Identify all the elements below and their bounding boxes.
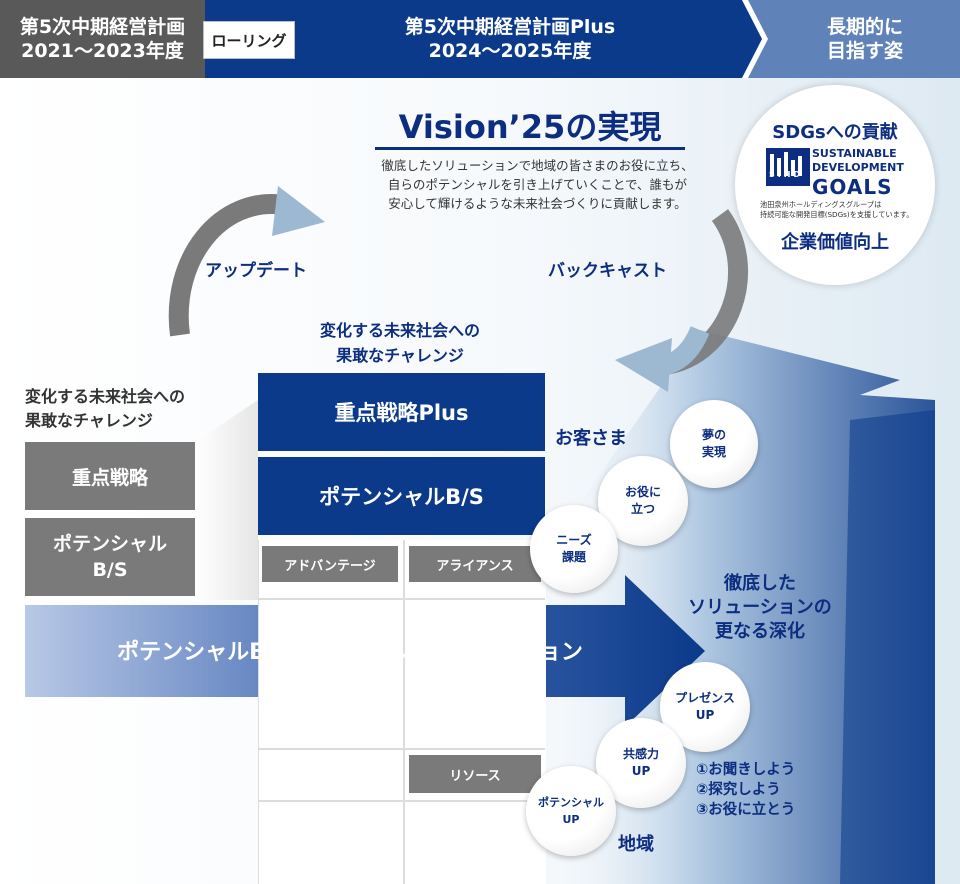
main-arrow-text: ポテンシャルB/S拡大 徹底したソリューション <box>117 640 583 665</box>
pillar-line <box>258 800 545 802</box>
header-longterm: 長期的に 目指す姿 <box>826 16 903 62</box>
sdgs-note: 池田泉州ホールディングスグループは 持続可能な開発目標(SDGs)を支援していま… <box>760 200 914 219</box>
sdgs-logo-icon <box>766 148 810 186</box>
vision-title: Vision’25の実現 <box>398 108 662 146</box>
pillar-line <box>258 598 545 600</box>
bubble-needs: ニーズ 課題 <box>530 505 618 593</box>
pillar-area <box>258 540 546 884</box>
deepening-label: 徹底した ソリューションの 更なる深化 <box>688 573 832 642</box>
sdgs-logo-text: SUSTAINABLE DEVELOPMENT <box>812 147 904 174</box>
priority-strategy-box: 重点戦略 <box>25 442 195 510</box>
steps-list: ①お聞きしよう ②探究しよう ③お役に立とう <box>696 762 796 818</box>
sdgs-sihd-mark: SIHD <box>769 170 804 179</box>
vision-description: 徹底したソリューションで地域の皆さまのお役に立ち、 自らのポテンシャルを引き上げ… <box>381 158 694 211</box>
header-band-mid <box>205 0 762 78</box>
sdgs-goals-text: GOALS <box>812 175 893 199</box>
resource-label: リソース <box>409 755 541 793</box>
update-arrow <box>168 194 287 337</box>
alliance-label: アライアンス <box>409 546 541 582</box>
potential-bs-box-left: ポテンシャル B/S <box>25 518 195 596</box>
priority-strategy-plus-box: 重点戦略Plus <box>258 373 545 451</box>
vision-underline <box>375 147 685 150</box>
region-label: 地域 <box>618 834 654 855</box>
update-label: アップデート <box>205 261 307 281</box>
bubble-potential: ポテンシャル UP <box>526 766 616 856</box>
pillar-line <box>258 748 545 750</box>
sdgs-title: SDGsへの貢献 <box>772 122 898 143</box>
challenge-left-label: 変化する未来社会への 果敢なチャレンジ <box>25 387 186 430</box>
customer-label: お客さま <box>555 428 627 449</box>
header-band-right <box>748 0 960 78</box>
advantage-label: アドバンテージ <box>262 546 398 582</box>
header-plan5: 第5次中期経営計画 2021～2023年度 <box>0 0 205 78</box>
challenge-center-label: 変化する未来社会への 果敢なチャレンジ <box>319 321 480 365</box>
potential-bs-box-main: ポテンシャルB/S <box>258 457 545 535</box>
header-plan5-plus: 第5次中期経営計画Plus 2024～2025年度 <box>404 16 616 62</box>
pillar-divider <box>403 540 405 884</box>
backcast-label: バックキャスト <box>548 261 667 281</box>
header-rolling-tag: ローリング <box>203 21 295 59</box>
corporate-value-label: 企業価値向上 <box>781 232 889 253</box>
bubble-dream: 夢の 実現 <box>670 400 758 488</box>
